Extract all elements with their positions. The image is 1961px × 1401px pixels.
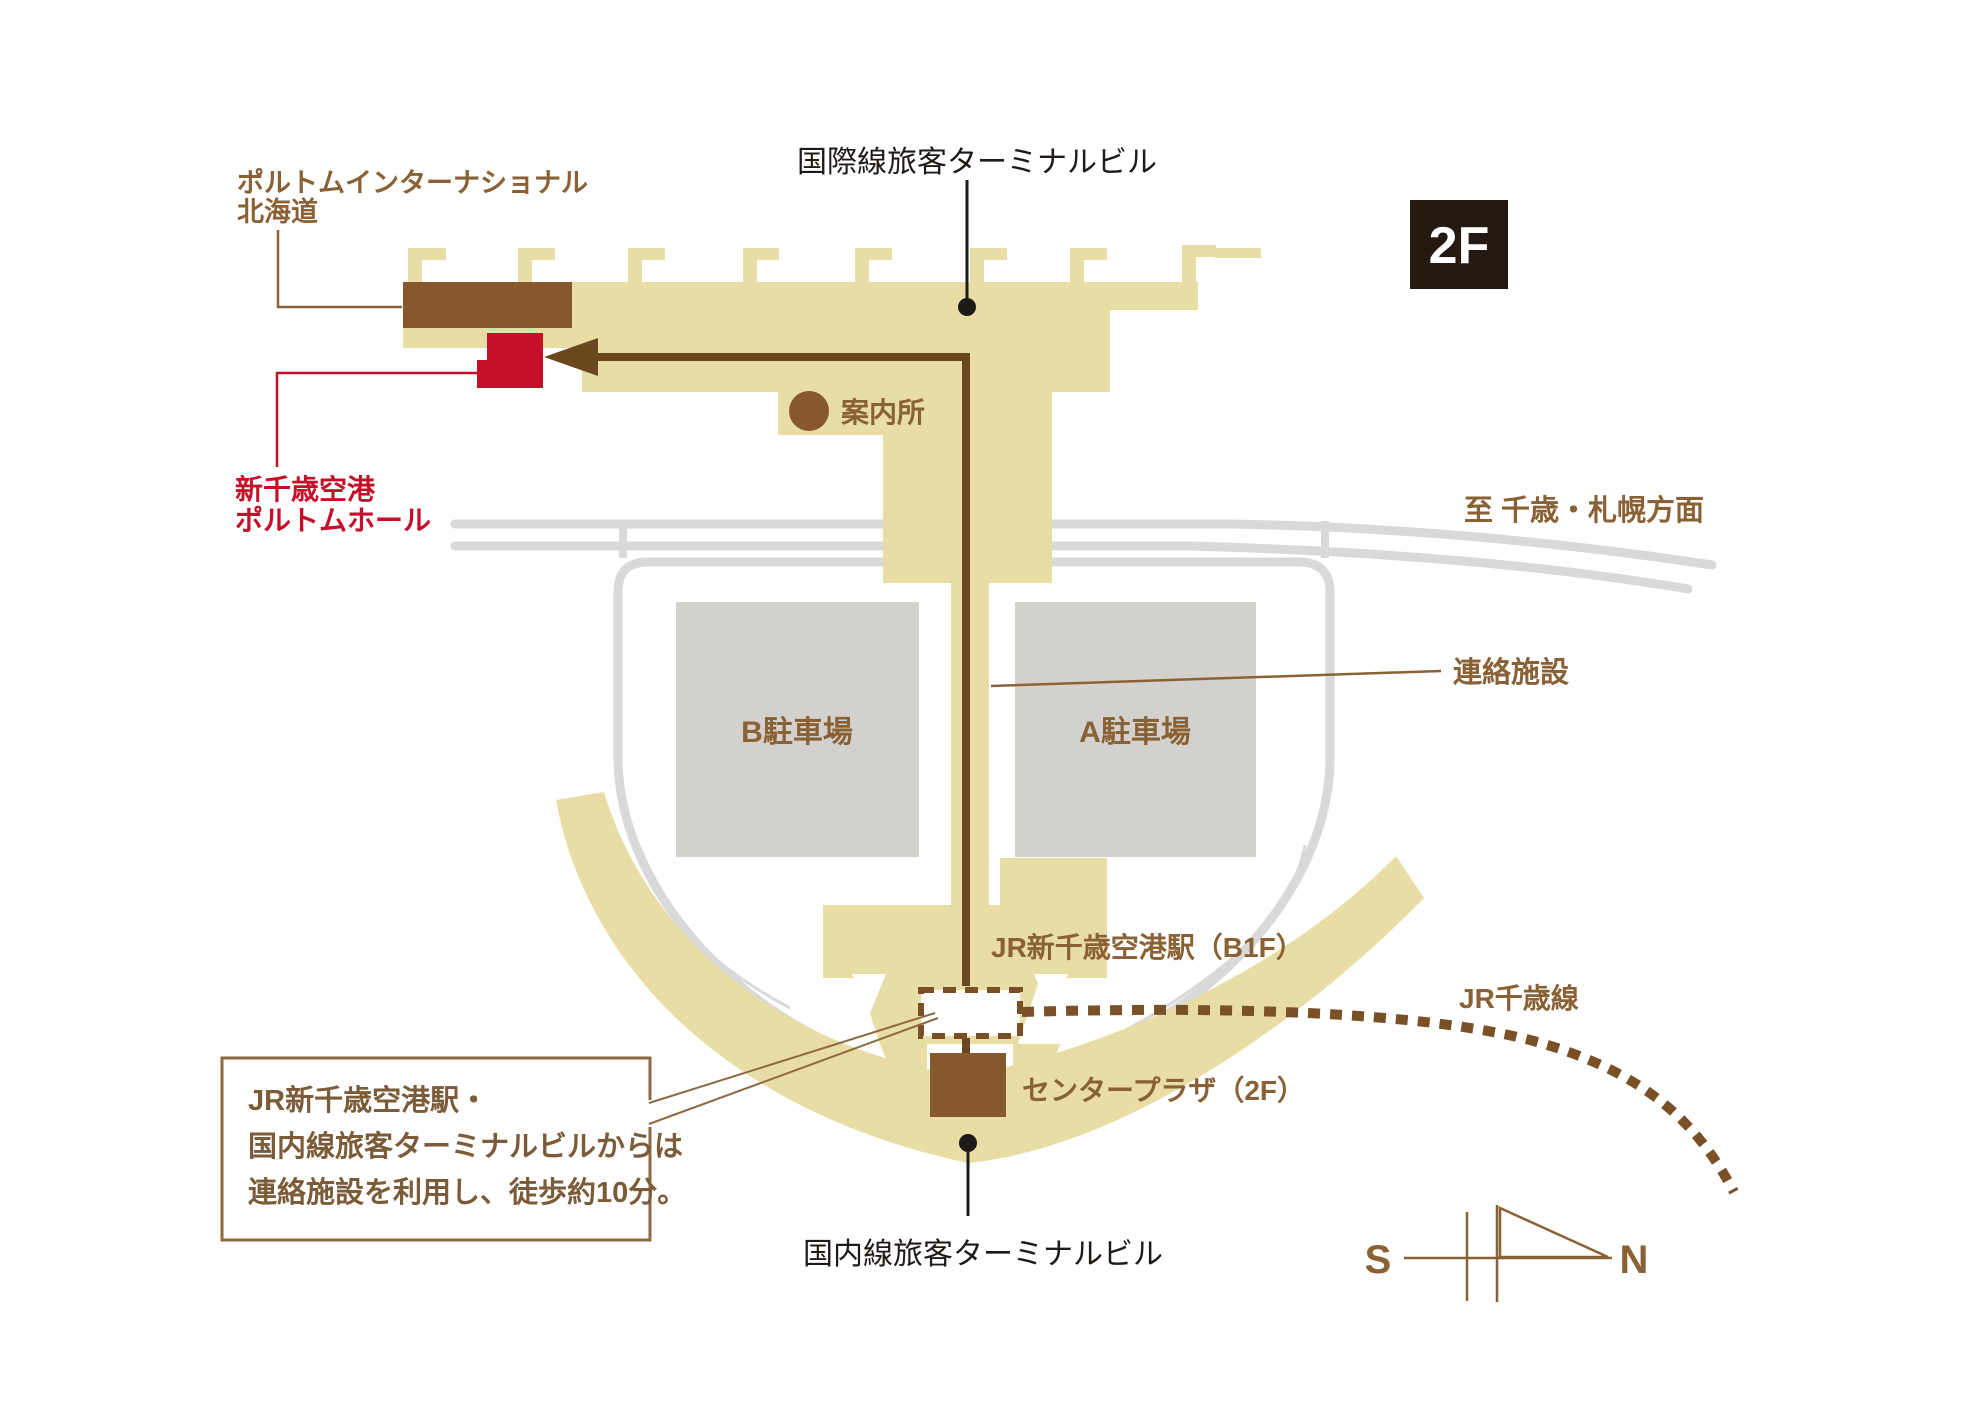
hall-label-line2: ポルトムホール [235, 505, 431, 536]
gate-icon [1070, 248, 1107, 284]
parking-a-area [1015, 602, 1256, 857]
plaza-wing-left [880, 1044, 927, 1088]
hotel-leader-line [276, 230, 402, 309]
international-title-leader [958, 180, 976, 316]
floor-badge: 2F [1410, 200, 1508, 289]
to-chitose-sapporo-label: 至 千歳・札幌方面 [1464, 493, 1704, 527]
floor-badge-background [1410, 200, 1508, 289]
highway-upper-edge [450, 519, 1717, 570]
note-text-line3: 連絡施設を利用し、徒歩約10分。 [248, 1175, 686, 1209]
ring-road-inner-left [630, 829, 791, 1010]
ring-road-inner-right [1107, 844, 1307, 1042]
note-box: JR新千歳空港駅・ 国内線旅客ターミナルビルからは 連絡施設を利用し、徒歩約10… [220, 1012, 939, 1242]
compass-needle-triangle [1498, 1206, 1609, 1259]
hall-leader-line [275, 371, 486, 467]
international-terminal-label: 国際線旅客ターミナルビル [797, 146, 1157, 179]
highway-lower-edge [450, 541, 1693, 594]
domestic-leader-dot [959, 1134, 977, 1152]
hall-label-line1: 新千歳空港 [235, 473, 376, 505]
note-text-line1: JR新千歳空港駅・ [248, 1083, 488, 1117]
gate-icon [408, 248, 446, 284]
parking-b-label: B駐車場 [741, 716, 853, 749]
portom-hall-block [477, 333, 543, 388]
jr-station-dashed-box [918, 987, 1023, 1039]
international-leader-dot [958, 298, 976, 316]
connecting-facility-leader-line [990, 669, 1442, 688]
compass-north-label: N [1620, 1238, 1649, 1282]
hotel-label-line2: 北海道 [237, 196, 318, 227]
info-desk-label: 案内所 [841, 396, 925, 428]
gate-icon [628, 248, 665, 284]
walking-route-line [556, 353, 970, 986]
jr-chitose-line-track [1021, 1004, 1739, 1195]
floor-badge-text: 2F [1429, 217, 1490, 275]
compass-south-label: S [1365, 1238, 1392, 1282]
compass-icon [1404, 1205, 1612, 1302]
note-box-frame [220, 1056, 652, 1242]
domestic-terminal-label: 国内線旅客ターミナルビル [803, 1238, 1163, 1271]
gate-icon [1182, 245, 1216, 283]
hotel-label-line1: ポルトムインターナショナル [237, 168, 588, 198]
note-tail-line-upper [648, 1012, 936, 1104]
station-notch-left [852, 974, 886, 1016]
jr-chitose-line-label: JR千歳線 [1459, 982, 1579, 1014]
gate-icon [970, 248, 1007, 284]
note-text-line2: 国内線旅客ターミナルビルからは [248, 1129, 683, 1163]
gate-icon [518, 248, 555, 284]
gate-icon [855, 248, 892, 284]
hotel-building-block [403, 282, 572, 328]
note-tail-line-lower [648, 1017, 939, 1125]
station-notches [852, 974, 1068, 1016]
center-plaza-block [930, 1053, 1006, 1117]
gate-pier-extension [1215, 248, 1261, 258]
domestic-terminal-crescent [556, 792, 1424, 1163]
domestic-title-leader [959, 1134, 977, 1216]
parking-b-area [676, 602, 919, 857]
route-arrowhead-icon [544, 338, 598, 376]
note-box-tail-gap [645, 1100, 654, 1127]
international-terminal-building [403, 282, 1198, 912]
gate-icon [743, 248, 779, 284]
jr-station-label: JR新千歳空港駅（B1F） [991, 931, 1304, 963]
info-desk-icon [789, 391, 829, 431]
station-notch-right [1034, 974, 1068, 1016]
center-plaza-label: センタープラザ（2F） [1022, 1074, 1305, 1106]
plaza-wing-right [1013, 1044, 1060, 1088]
parking-a-label: A駐車場 [1079, 716, 1191, 749]
connecting-facility-label: 連絡施設 [1453, 655, 1570, 689]
